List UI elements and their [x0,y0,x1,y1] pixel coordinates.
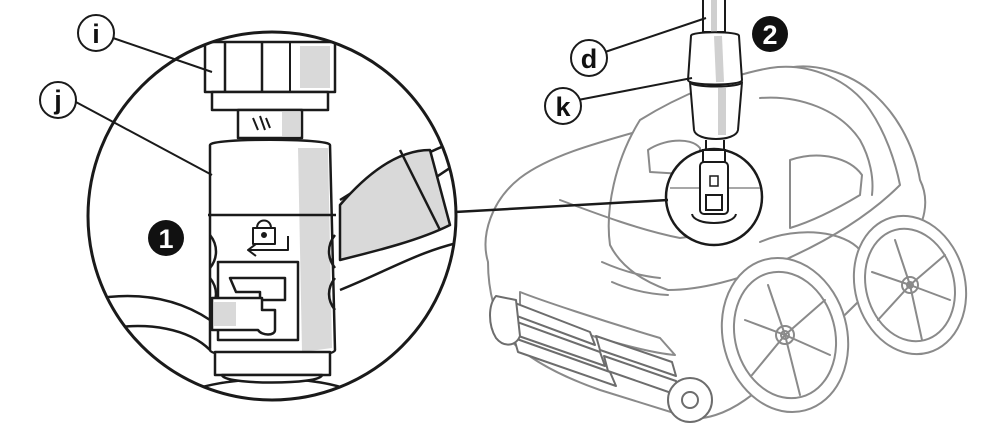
lock-keyhole [261,232,267,238]
callout-k-label: k [555,92,571,122]
robot-front-brush [489,295,713,423]
callout-k: k [544,87,582,125]
stem-thread [252,115,271,131]
connector-base-2 [220,373,324,384]
step-2-circle [752,16,788,52]
rear-wheel-spokes [871,239,951,341]
robot-rear-wheel [852,214,968,356]
callout-d-circle [570,39,608,77]
leader-d [604,17,707,53]
step-2-marker: 2 [752,16,788,52]
robot-front-wheel [720,256,850,414]
step-2-label: 2 [762,20,777,50]
zoom-robot-recess [338,148,452,262]
arrow-left-icon [247,236,289,257]
zoom-leader-line [454,198,669,214]
brush-bar [595,335,677,377]
leader-k [577,77,693,101]
front-wheel-hub [775,325,795,345]
connector-grip [208,234,337,311]
brush-bar [513,337,617,387]
callout-i-label: i [92,19,100,49]
large-zoom-view [86,30,458,402]
brush-gear-right-hub [681,391,699,409]
rear-wheel-rim [864,227,956,343]
swivel-body [689,81,743,140]
step-1-circle [148,220,184,256]
step-1-label: 1 [158,224,173,254]
zoom-robot-recess-edge [398,149,442,231]
nut-shade-fill [300,46,330,88]
callout-i: i [77,14,115,52]
nut-lower-ring [210,90,330,112]
small-connector-base [691,213,737,224]
brush-gear-left [489,295,521,346]
robot-rear-track [759,231,861,251]
front-wheel-rim [732,270,838,400]
callout-k-circle [544,87,582,125]
callout-d-label: d [581,44,598,74]
front-wheel-spokes [744,284,831,396]
rear-wheel-hub [901,276,919,294]
lock-icon [252,219,276,245]
step-1-marker: 1 [148,220,184,256]
nut-face [223,42,264,92]
small-connector-lock [709,175,719,187]
hose-assembly [687,0,743,153]
leader-i [112,37,213,73]
lock-shackle [256,219,272,229]
robot-shell-panel [789,154,863,229]
small-zoom-circle [664,147,764,247]
robot-vent [601,261,661,279]
connector-shade [298,148,332,352]
robot-shell-ridge [759,96,874,196]
clip-latch-shade [214,302,236,326]
large-zoom-ring [86,30,458,402]
arrow-stem [248,236,289,251]
callout-j-circle [39,81,77,119]
callout-j: j [39,81,77,119]
callout-j-label: j [53,85,62,115]
small-connector-clip [705,194,723,211]
callout-i-circle [77,14,115,52]
stem-shade [282,112,300,136]
robot-vent-2 [611,281,669,296]
leader-j [73,100,213,176]
connector-base [213,350,332,377]
callout-leaders [73,17,707,176]
swivel-sleeve-shade [714,35,724,83]
callout-d: d [570,39,608,77]
arrow-head [247,243,257,257]
small-connector-top [702,149,726,163]
